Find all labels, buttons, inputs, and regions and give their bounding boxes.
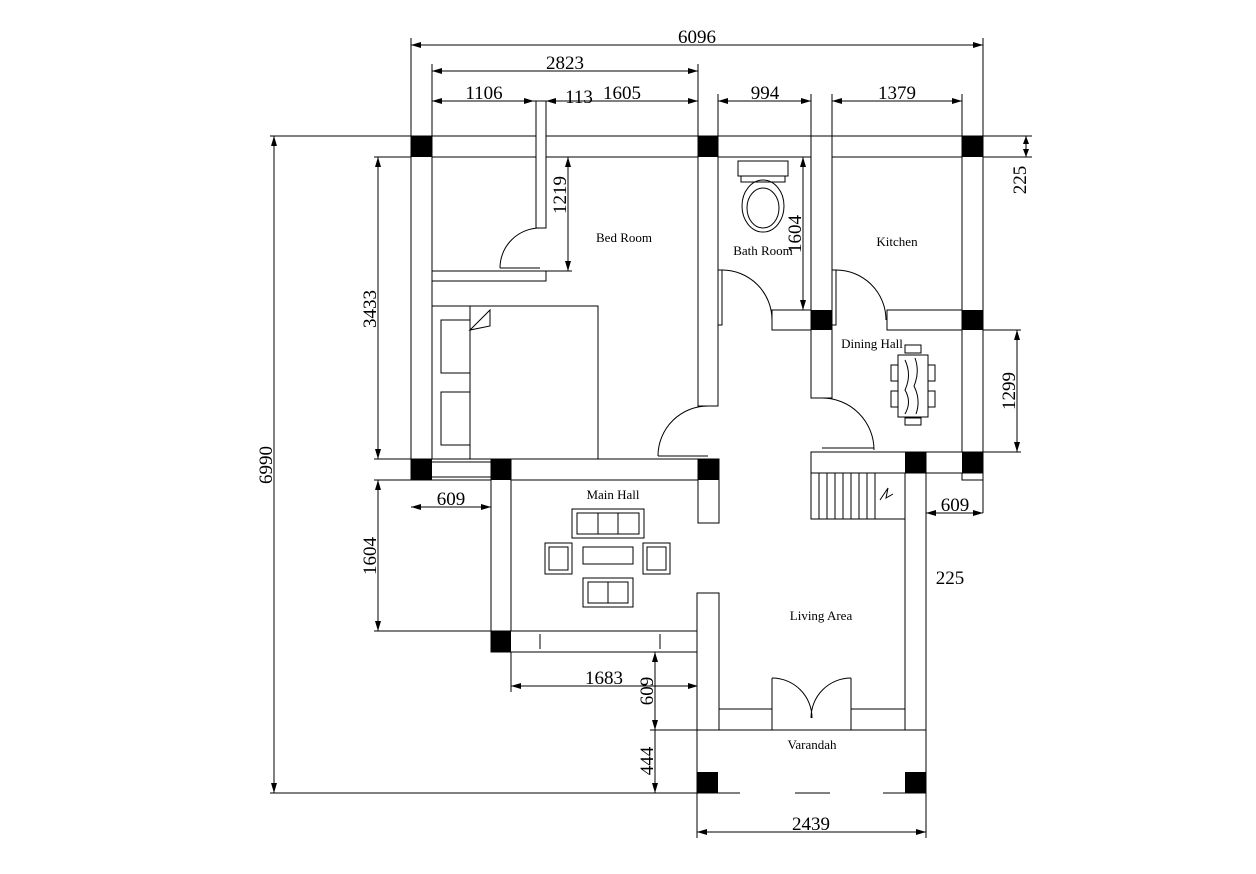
room-label-main-hall: Main Hall xyxy=(586,487,639,502)
dim-bed-height: 3433 xyxy=(360,290,381,328)
columns xyxy=(411,136,983,793)
dim-porch-step: 609 xyxy=(637,677,658,706)
room-label-varandah: Varandah xyxy=(787,737,837,752)
dim-left-offset: 609 xyxy=(437,489,466,510)
dim-kitchen-width: 1379 xyxy=(878,83,916,104)
bed-icon xyxy=(431,305,599,460)
room-label-dining-hall: Dining Hall xyxy=(841,336,903,351)
dining-table-icon xyxy=(890,344,936,426)
sofa-set-icon xyxy=(544,508,671,608)
dim-dining-height: 1299 xyxy=(999,372,1020,410)
room-label-bed-room: Bed Room xyxy=(596,230,652,245)
room-label-living-area: Living Area xyxy=(790,608,853,623)
dim-right-wall-lower: 225 xyxy=(936,568,965,589)
dim-main-hall-height: 1604 xyxy=(360,537,381,576)
room-label-bath-room: Bath Room xyxy=(733,243,793,258)
dim-bath-width: 994 xyxy=(751,83,780,104)
dim-top-left-b: 113 xyxy=(565,87,593,108)
dim-varandah-width: 2439 xyxy=(792,814,830,835)
doors xyxy=(499,227,887,719)
toilet-icon xyxy=(737,160,789,233)
dimension-lines xyxy=(270,38,1032,838)
room-labels: Bed Room Bath Room Kitchen Dining Hall M… xyxy=(586,230,918,752)
dim-overall-height: 6990 xyxy=(256,446,277,484)
dim-varandah-depth: 444 xyxy=(637,746,658,775)
dim-right-wall: 225 xyxy=(1010,166,1031,195)
dim-main-hall-width: 1683 xyxy=(585,668,623,689)
staircase-icon xyxy=(810,472,906,520)
dim-top-left-span: 2823 xyxy=(546,53,584,74)
room-label-kitchen: Kitchen xyxy=(876,234,918,249)
dim-wardrobe-height: 1219 xyxy=(550,176,571,214)
dim-top-left-a: 1106 xyxy=(465,83,502,104)
dimension-labels: 6096 2823 1106 113 1605 994 1379 225 343… xyxy=(256,27,1031,835)
dim-overall-width: 6096 xyxy=(678,27,716,48)
dim-right-offset: 609 xyxy=(941,495,970,516)
dim-bath-height: 1604 xyxy=(785,215,806,254)
dim-top-left-c: 1605 xyxy=(603,83,641,104)
